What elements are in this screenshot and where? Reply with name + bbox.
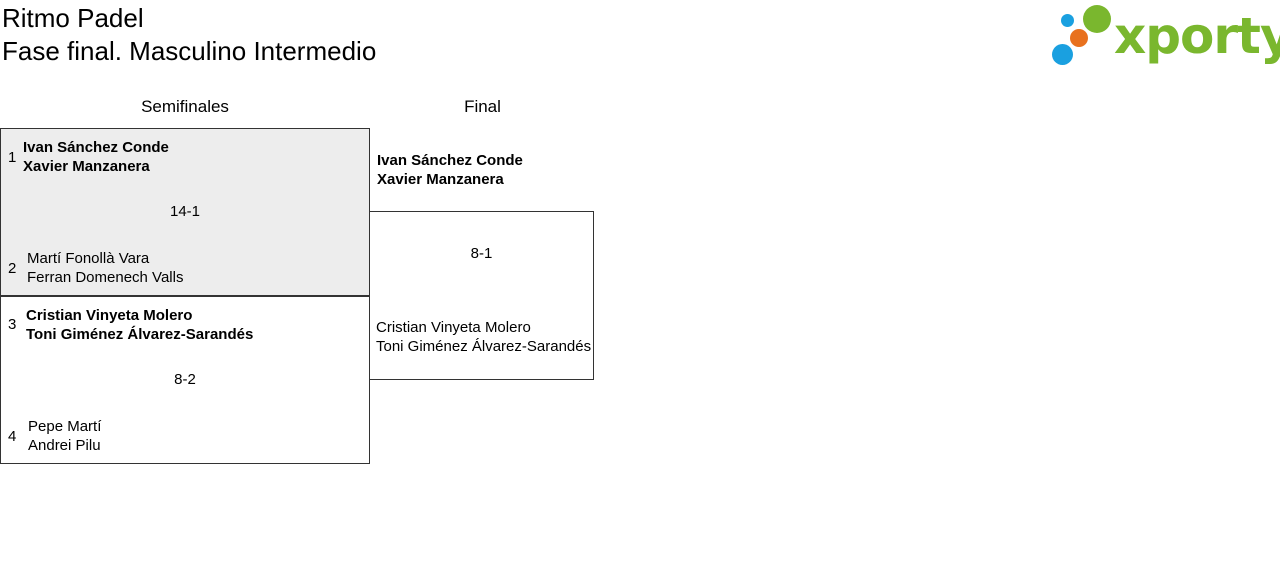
team-loser: Pepe Martí Andrei Pilu bbox=[28, 417, 101, 455]
match-score: 8-2 bbox=[174, 371, 196, 388]
player-name: Pepe Martí bbox=[28, 418, 102, 435]
player-name: Ivan Sánchez Conde bbox=[23, 139, 169, 156]
player-name: Toni Giménez Álvarez-Sarandés bbox=[26, 326, 254, 343]
player-name: Ivan Sánchez Conde bbox=[377, 152, 523, 169]
round-heading-semifinals: Semifinales bbox=[141, 97, 229, 116]
seed-number: 1 bbox=[8, 149, 17, 166]
match-score: 8-1 bbox=[470, 245, 493, 262]
player-name: Cristian Vinyeta Molero bbox=[376, 319, 531, 336]
seed-number: 4 bbox=[8, 428, 17, 445]
logo-dot-blue-small bbox=[1061, 14, 1074, 27]
team-loser: Martí Fonollà Vara Ferran Domenech Valls bbox=[27, 249, 183, 287]
match-score: 14-1 bbox=[169, 203, 201, 220]
semifinal-match-2: 3 Cristian Vinyeta Molero Toni Giménez Á… bbox=[0, 296, 370, 464]
final-team-loser: Cristian Vinyeta Molero Toni Giménez Álv… bbox=[376, 318, 591, 356]
round-heading-final: Final bbox=[464, 97, 501, 116]
semifinal-match-1: 1 Ivan Sánchez Conde Xavier Manzanera 14… bbox=[0, 128, 370, 296]
page-subtitle: Fase final. Masculino Intermedio bbox=[2, 36, 377, 66]
team-winner: Cristian Vinyeta Molero Toni Giménez Álv… bbox=[26, 306, 253, 344]
player-name: Toni Giménez Álvarez-Sarandés bbox=[376, 338, 592, 355]
team-winner: Ivan Sánchez Conde Xavier Manzanera bbox=[23, 138, 169, 176]
player-name: Xavier Manzanera bbox=[377, 171, 504, 188]
player-name: Xavier Manzanera bbox=[23, 158, 150, 175]
player-name: Cristian Vinyeta Molero bbox=[26, 307, 193, 324]
seed-number: 2 bbox=[8, 260, 17, 277]
logo-dot-green bbox=[1083, 5, 1111, 33]
final-team-winner: Ivan Sánchez Conde Xavier Manzanera bbox=[377, 151, 523, 189]
player-name: Ferran Domenech Valls bbox=[27, 269, 184, 286]
logo-dot-blue-large bbox=[1052, 44, 1073, 65]
player-name: Martí Fonollà Vara bbox=[27, 250, 150, 267]
final-match: 8-1 Cristian Vinyeta Molero Toni Giménez… bbox=[370, 211, 594, 380]
player-name: Andrei Pilu bbox=[28, 437, 101, 454]
logo-dot-orange bbox=[1070, 29, 1088, 47]
xporty-logo[interactable]: xporty bbox=[1050, 4, 1280, 68]
page-title: Ritmo Padel bbox=[2, 3, 144, 33]
logo-wordmark: xporty bbox=[1114, 7, 1280, 65]
seed-number: 3 bbox=[8, 316, 17, 333]
